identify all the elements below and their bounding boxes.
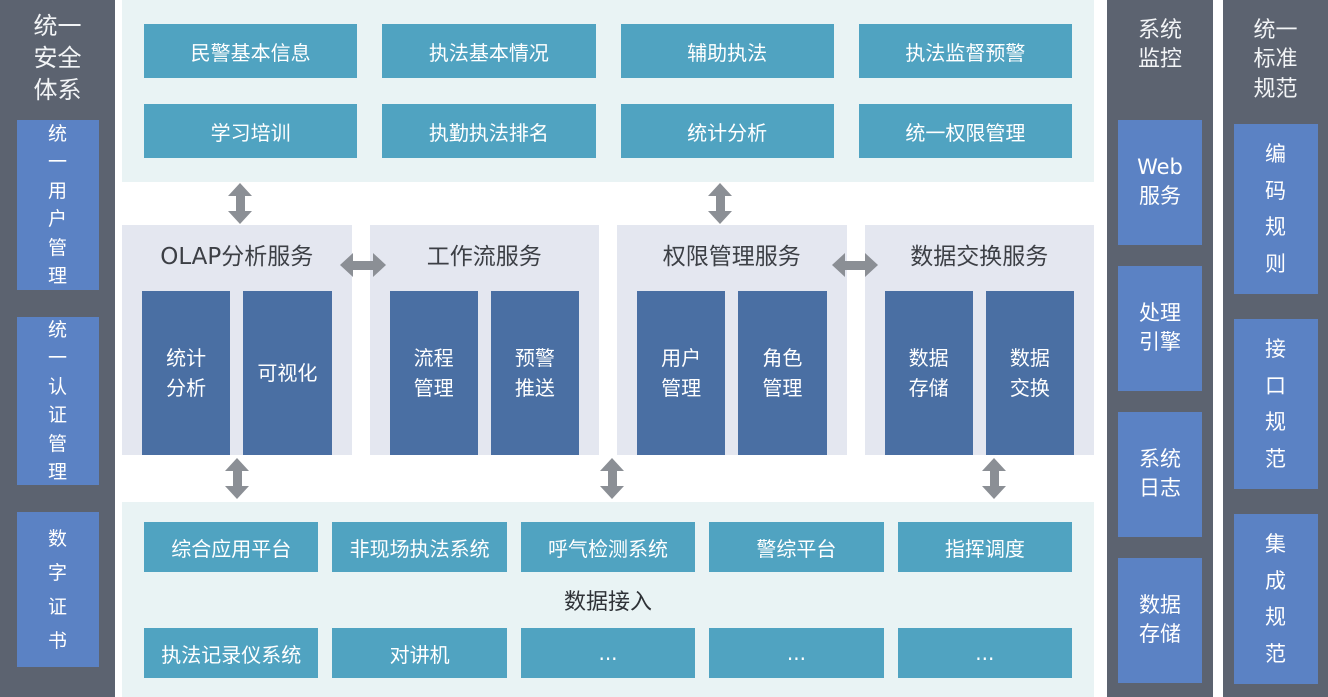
node-learning-training: 学习培训 bbox=[144, 104, 358, 158]
standards-sidebar: 统一 标准 规范 编 码 规 则 接 口 规 范 集 成 规 范 bbox=[1223, 0, 1328, 697]
node-ellipsis: ... bbox=[709, 628, 884, 678]
node-assisted-enforcement: 辅助执法 bbox=[620, 24, 834, 78]
security-sidebar: 统一 安全 体系 统 一 用 户 管 理 统 一 认 证 管 理 数 字 证 书 bbox=[0, 0, 115, 697]
node-data-storage: 数据 存储 bbox=[1118, 557, 1202, 683]
system-monitoring-title: 系统 监控 bbox=[1137, 18, 1182, 73]
data-access-label: 数据接入 bbox=[563, 590, 652, 615]
module-user-management: 用户 管理 bbox=[637, 291, 726, 455]
node-law-enforcement-basics: 执法基本情况 bbox=[382, 24, 596, 78]
node-command-dispatch: 指挥调度 bbox=[897, 522, 1073, 572]
service-permission-management: 权限管理服务 用户 管理 角色 管理 bbox=[617, 225, 847, 455]
node-coding-rules: 编 码 规 则 bbox=[1233, 124, 1318, 295]
main-area: 民警基本信息 执法基本情况 辅助执法 执法监督预警 学习培训 执勤执法排名 统计… bbox=[122, 0, 1094, 697]
node-web-service: Web 服务 bbox=[1118, 119, 1202, 245]
node-comprehensive-app-platform: 综合应用平台 bbox=[144, 522, 319, 572]
data-source-row-1: 综合应用平台 非现场执法系统 呼气检测系统 警综平台 指挥调度 bbox=[144, 522, 1073, 572]
service-data-exchange: 数据交换服务 数据 存储 数据 交换 bbox=[864, 225, 1094, 455]
service-title: 权限管理服务 bbox=[662, 244, 801, 270]
module-statistical-analysis: 统计 分析 bbox=[142, 291, 231, 455]
node-unified-auth-management: 统 一 认 证 管 理 bbox=[16, 317, 99, 486]
node-ellipsis: ... bbox=[897, 628, 1073, 678]
service-workflow: 工作流服务 流程 管理 预警 推送 bbox=[369, 225, 599, 455]
security-sidebar-title: 统一 安全 体系 bbox=[33, 12, 82, 105]
node-unified-user-management: 统 一 用 户 管 理 bbox=[16, 120, 99, 291]
module-role-management: 角色 管理 bbox=[738, 291, 827, 455]
module-process-management: 流程 管理 bbox=[389, 291, 478, 455]
horizontal-double-arrow-icon bbox=[832, 253, 878, 277]
vertical-double-arrow-icon bbox=[600, 458, 624, 499]
service-title: 工作流服务 bbox=[426, 244, 542, 270]
vertical-double-arrow-icon bbox=[982, 458, 1006, 499]
node-breath-test-system: 呼气检测系统 bbox=[520, 522, 696, 572]
node-unified-permission-management: 统一权限管理 bbox=[858, 104, 1072, 158]
node-offsite-enforcement-system: 非现场执法系统 bbox=[332, 522, 507, 572]
module-data-storage: 数据 存储 bbox=[884, 291, 973, 455]
module-data-exchange: 数据 交换 bbox=[985, 291, 1074, 455]
module-visualization: 可视化 bbox=[243, 291, 332, 455]
module-warning-push: 预警 推送 bbox=[490, 291, 579, 455]
node-integration-spec: 集 成 规 范 bbox=[1233, 514, 1318, 685]
vertical-double-arrow-icon bbox=[225, 458, 249, 499]
service-olap-analysis: OLAP分析服务 统计 分析 可视化 bbox=[122, 225, 352, 455]
service-layer: OLAP分析服务 统计 分析 可视化 工作流服务 流程 管理 预警 推送 权限管… bbox=[122, 225, 1094, 455]
vertical-double-arrow-icon bbox=[708, 183, 732, 224]
service-title: 数据交换服务 bbox=[910, 244, 1049, 270]
node-duty-enforcement-ranking: 执勤执法排名 bbox=[382, 104, 596, 158]
node-body-camera-system: 执法记录仪系统 bbox=[144, 628, 319, 678]
node-processing-engine: 处理 引擎 bbox=[1118, 265, 1202, 391]
standards-title: 统一 标准 规范 bbox=[1253, 18, 1298, 102]
node-enforcement-supervision-warning: 执法监督预警 bbox=[858, 24, 1072, 78]
application-layer-panel: 民警基本信息 执法基本情况 辅助执法 执法监督预警 学习培训 执勤执法排名 统计… bbox=[122, 0, 1094, 182]
data-source-row-2: 执法记录仪系统 对讲机 ... ... ... bbox=[144, 628, 1073, 678]
service-title: OLAP分析服务 bbox=[160, 244, 314, 270]
system-monitoring-sidebar: 系统 监控 Web 服务 处理 引擎 系统 日志 数据 存储 bbox=[1107, 0, 1213, 697]
node-statistical-analysis: 统计分析 bbox=[620, 104, 834, 158]
service-data-gap bbox=[122, 455, 1094, 502]
node-digital-certificate: 数 字 证 书 bbox=[16, 512, 99, 668]
app-service-gap bbox=[122, 182, 1094, 225]
node-interface-spec: 接 口 规 范 bbox=[1233, 319, 1318, 490]
vertical-double-arrow-icon bbox=[228, 183, 252, 224]
node-ellipsis: ... bbox=[520, 628, 696, 678]
node-police-integrated-platform: 警综平台 bbox=[709, 522, 884, 572]
node-police-basic-info: 民警基本信息 bbox=[144, 24, 358, 78]
node-system-log: 系统 日志 bbox=[1118, 411, 1202, 537]
data-access-panel: 综合应用平台 非现场执法系统 呼气检测系统 警综平台 指挥调度 数据接入 执法记… bbox=[122, 502, 1094, 697]
horizontal-double-arrow-icon bbox=[340, 253, 386, 277]
node-walkie-talkie: 对讲机 bbox=[332, 628, 507, 678]
